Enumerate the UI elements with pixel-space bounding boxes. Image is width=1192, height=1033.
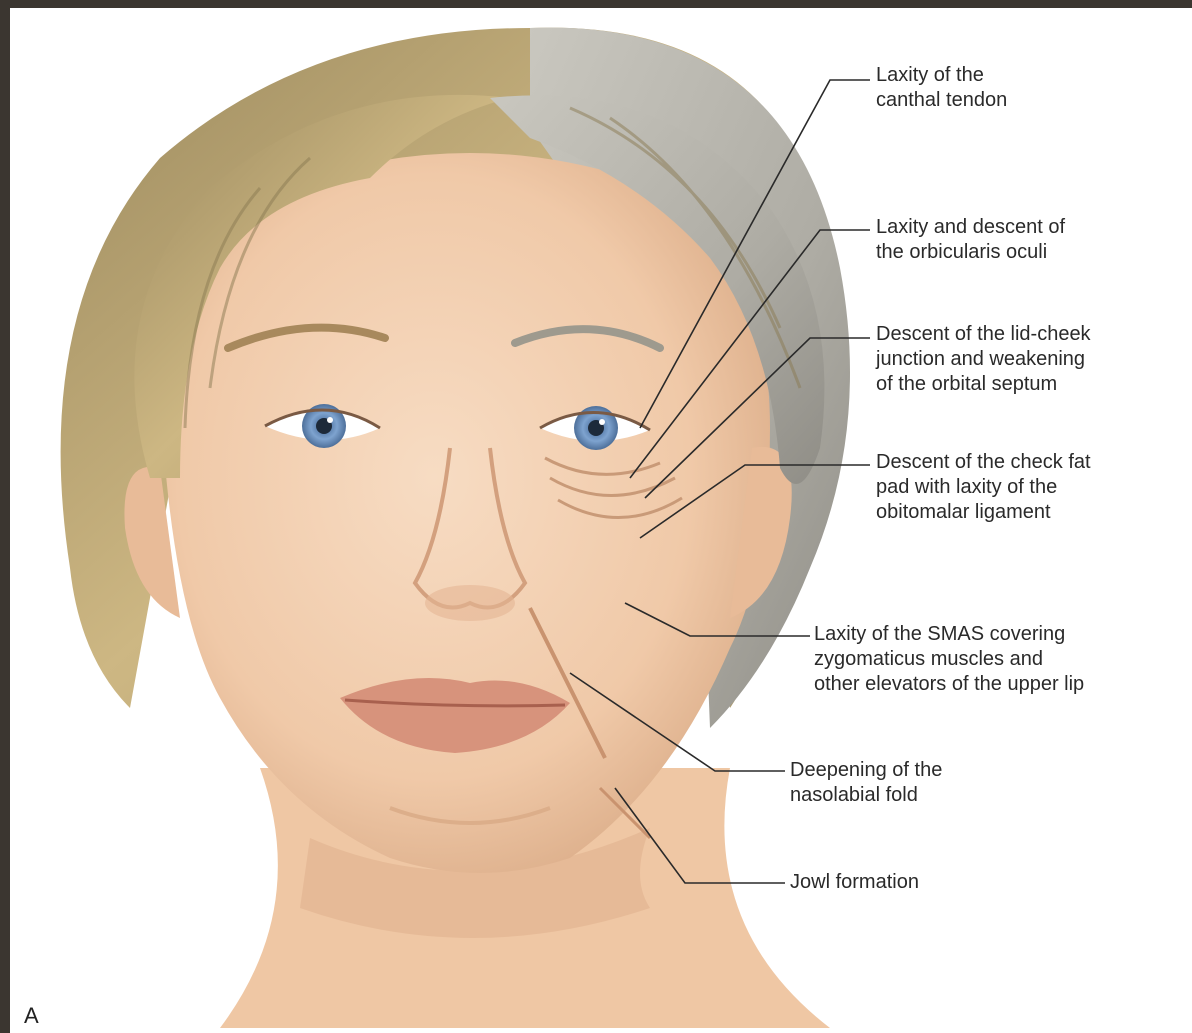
annotation-orbicularis-oculi: Laxity and descent of the orbicularis oc… xyxy=(876,215,1065,265)
annotation-line: Laxity and descent of xyxy=(876,215,1065,240)
annotation-nasolabial-fold: Deepening of the nasolabial fold xyxy=(790,758,942,808)
annotation-line: nasolabial fold xyxy=(790,783,942,808)
annotation-line: junction and weakening xyxy=(876,347,1091,372)
panel-letter: A xyxy=(24,1003,39,1029)
annotation-line: of the orbital septum xyxy=(876,372,1091,397)
annotation-canthal-tendon: Laxity of the canthal tendon xyxy=(876,63,1007,113)
annotation-cheek-fat-pad: Descent of the check fat pad with laxity… xyxy=(876,450,1091,525)
annotation-line: Deepening of the xyxy=(790,758,942,783)
annotation-line: Laxity of the SMAS covering xyxy=(814,622,1084,647)
illustration-panel: Laxity of the canthal tendon Laxity and … xyxy=(10,8,1192,1033)
face-skin xyxy=(159,153,770,873)
annotation-line: canthal tendon xyxy=(876,88,1007,113)
annotation-line: pad with laxity of the xyxy=(876,475,1091,500)
annotation-line: zygomaticus muscles and xyxy=(814,647,1084,672)
annotation-line: obitomalar ligament xyxy=(876,500,1091,525)
annotation-line: the orbicularis oculi xyxy=(876,240,1065,265)
annotation-line: Laxity of the xyxy=(876,63,1007,88)
annotation-line: other elevators of the upper lip xyxy=(814,672,1084,697)
annotation-line: Jowl formation xyxy=(790,870,919,895)
annotation-line: Descent of the check fat xyxy=(876,450,1091,475)
annotation-lid-cheek-junction: Descent of the lid-cheek junction and we… xyxy=(876,322,1091,397)
annotation-smas: Laxity of the SMAS covering zygomaticus … xyxy=(814,622,1084,697)
annotation-jowl-formation: Jowl formation xyxy=(790,870,919,895)
nose-tip-shadow xyxy=(425,585,515,621)
annotation-line: Descent of the lid-cheek xyxy=(876,322,1091,347)
